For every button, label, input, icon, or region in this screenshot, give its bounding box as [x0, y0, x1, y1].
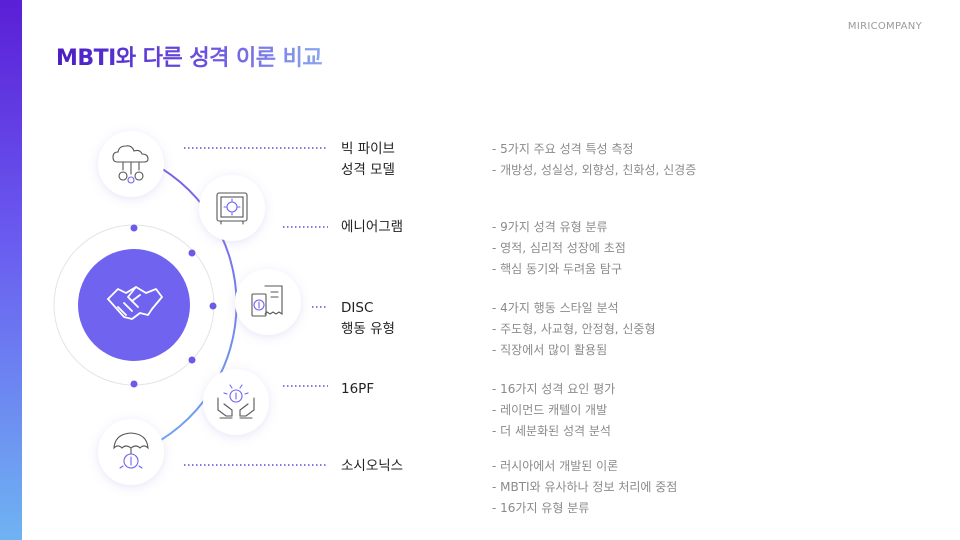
handshake-icon	[107, 286, 163, 320]
theory-desc-socionics: - 러시아에서 개발된 이론 - MBTI와 유사하나 정보 처리에 중점 - …	[492, 459, 678, 515]
theory-name-enneagram: 에니어그램	[341, 219, 404, 235]
safe-icon	[216, 192, 248, 225]
side-accent-bar	[0, 0, 22, 540]
theory-name-socionics: 소시오닉스	[341, 458, 404, 474]
theory-desc-16pf: - 16가지 성격 요인 평가 - 레이먼드 캐텔이 개발 - 더 세분화된 성…	[492, 382, 616, 438]
ring-dot	[209, 302, 217, 310]
theory-desc-big-five: - 5가지 주요 성격 특성 측정 - 개방성, 성실성, 외향성, 친화성, …	[492, 142, 697, 177]
cloud-money-icon	[112, 145, 149, 184]
ring-dot	[130, 224, 138, 232]
umbrella-money-icon	[113, 432, 149, 469]
theory-name-disc: DISC 행동 유형	[341, 300, 395, 337]
page-title: MBTI와 다른 성격 이론 비교	[56, 40, 323, 72]
node-circle	[199, 175, 265, 241]
ring-dot	[188, 249, 196, 257]
receipt-icon	[251, 285, 283, 317]
ring-dot	[130, 380, 138, 388]
ring-dot	[188, 356, 196, 364]
hands-coin-icon	[217, 384, 255, 419]
theory-desc-enneagram: - 9가지 성격 유형 분류 - 영적, 심리적 성장에 초점 - 핵심 동기와…	[492, 220, 626, 276]
theory-desc-disc: - 4가지 행동 스타일 분석 - 주도형, 사교형, 안정형, 신중형 - 직…	[492, 301, 656, 357]
theory-name-big-five: 빅 파이브 성격 모델	[341, 141, 395, 178]
center-circle	[78, 249, 190, 361]
node-circle	[235, 269, 301, 335]
theory-name-16pf: 16PF	[341, 381, 375, 397]
brand-label: MIRICOMPANY	[847, 21, 922, 32]
